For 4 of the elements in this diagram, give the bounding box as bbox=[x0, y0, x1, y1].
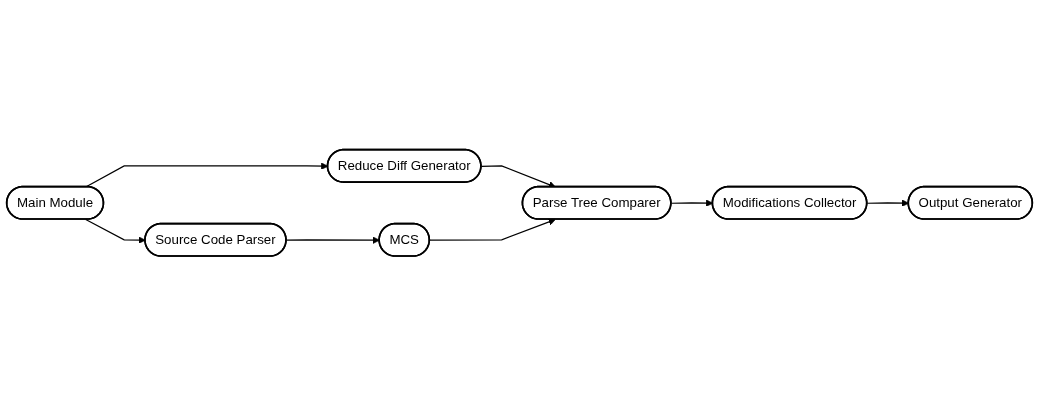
arrow bbox=[866, 199, 909, 207]
arrow bbox=[429, 218, 556, 241]
arrow bbox=[285, 236, 380, 244]
arrow bbox=[85, 219, 146, 244]
